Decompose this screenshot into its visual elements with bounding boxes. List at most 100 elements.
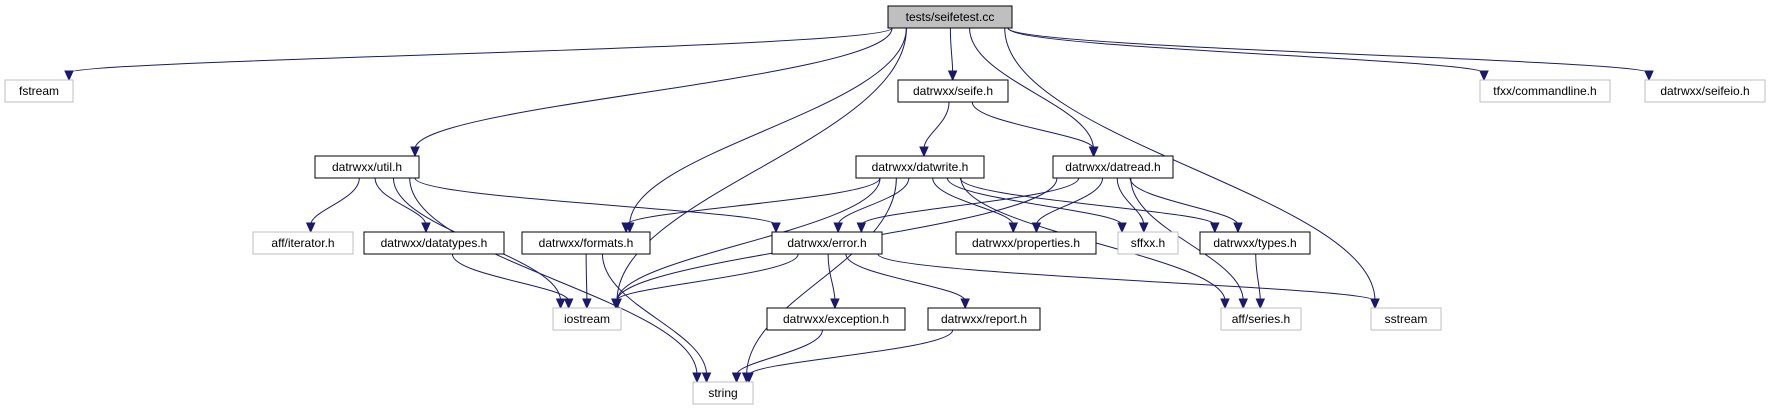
node-types[interactable]: datrwxx/types.h [1199, 231, 1311, 255]
edge-util-to-datatypes [374, 177, 427, 226]
node-datwrite[interactable]: datrwxx/datwrite.h [855, 155, 985, 179]
arrowhead-util-to-iterator [305, 222, 316, 234]
node-datwrite-label: datrwxx/datwrite.h [872, 160, 969, 174]
arrowhead-seifetest-to-util [410, 146, 420, 158]
node-formats-label: datrwxx/formats.h [539, 236, 634, 250]
edge-formats-to-string [601, 253, 708, 376]
arrowhead-datwrite-to-series [1220, 298, 1230, 310]
edge-util-to-iterator [310, 177, 360, 226]
arrowhead-seifetest-to-commandline [1479, 70, 1489, 82]
arrowhead-datwrite-to-formats [621, 222, 631, 234]
arrowhead-datwrite-to-types [1210, 222, 1220, 234]
node-seifeio-label: datrwxx/seifeio.h [1660, 84, 1749, 98]
node-util-label: datrwxx/util.h [332, 160, 402, 174]
node-iterator[interactable]: aff/iterator.h [252, 231, 354, 255]
edge-seife-to-datread [971, 101, 1095, 150]
node-datatypes-label: datrwxx/datatypes.h [381, 236, 488, 250]
node-seifeio[interactable]: datrwxx/seifeio.h [1644, 79, 1766, 103]
node-util[interactable]: datrwxx/util.h [314, 155, 420, 179]
node-iterator-label: aff/iterator.h [271, 236, 334, 250]
node-datatypes[interactable]: datrwxx/datatypes.h [363, 231, 505, 255]
node-sffxx[interactable]: sffxx.h [1117, 231, 1179, 255]
node-seife[interactable]: datrwxx/seife.h [897, 79, 1009, 103]
edge-datwrite-to-string [746, 177, 897, 376]
node-sstream[interactable]: sstream [1370, 307, 1442, 331]
node-properties[interactable]: datrwxx/properties.h [955, 231, 1097, 255]
node-datread[interactable]: datrwxx/datread.h [1052, 155, 1174, 179]
node-report[interactable]: datrwxx/report.h [927, 307, 1041, 331]
node-sstream-label: sstream [1385, 312, 1428, 326]
edge-datwrite-to-sffxx [946, 177, 1123, 226]
edge-report-to-string [748, 329, 954, 376]
edge-datwrite-to-properties [932, 177, 1014, 226]
arrowhead-datwrite-to-sffxx [1117, 222, 1127, 234]
node-seifetest-label: tests/seifetest.cc [906, 10, 995, 24]
node-types-label: datrwxx/types.h [1213, 236, 1296, 250]
arrowhead-seife-to-datread [1089, 146, 1099, 158]
node-iostream-label: iostream [564, 312, 610, 326]
node-fstream[interactable]: fstream [4, 79, 74, 103]
node-sffxx-label: sffxx.h [1131, 236, 1165, 250]
node-formats[interactable]: datrwxx/formats.h [521, 231, 651, 255]
arrowhead-util-to-string [692, 372, 702, 384]
edge-seifetest-to-commandline [1007, 27, 1485, 74]
arrowhead-error-to-iostream [611, 298, 621, 310]
edge-datread-to-sffxx [1116, 177, 1145, 226]
arrowhead-formats-to-string [701, 372, 712, 384]
edge-datread-to-error [860, 177, 1080, 226]
arrowhead-error-to-sstream [1370, 298, 1380, 310]
edge-datwrite-to-error [837, 177, 910, 226]
node-report-label: datrwxx/report.h [941, 312, 1027, 326]
arrowhead-datread-to-properties [1031, 222, 1042, 234]
node-string-label: string [708, 386, 737, 400]
node-exception[interactable]: datrwxx/exception.h [766, 307, 906, 331]
edge-seife-to-datwrite [923, 101, 950, 150]
arrowhead-seifetest-to-seife [947, 70, 958, 82]
edge-datwrite-to-iostream [616, 177, 881, 302]
node-error[interactable]: datrwxx/error.h [771, 231, 883, 255]
arrowhead-exception-to-string [731, 372, 742, 384]
edge-util-to-error [414, 177, 777, 226]
edge-error-to-exception [827, 253, 836, 302]
edge-formats-to-iostream [585, 253, 588, 302]
edge-seifetest-to-sstream [1004, 27, 1376, 302]
node-series-label: aff/series.h [1232, 312, 1290, 326]
arrowhead-datread-to-series [1238, 298, 1249, 310]
node-seife-label: datrwxx/seife.h [913, 84, 993, 98]
arrowhead-formats-to-iostream [582, 298, 592, 310]
arrowhead-report-to-string [744, 372, 754, 384]
node-commandline[interactable]: tfxx/commandline.h [1479, 79, 1611, 103]
node-properties-label: datrwxx/properties.h [972, 236, 1080, 250]
arrowhead-seife-to-datwrite [919, 146, 929, 158]
arrowhead-seifetest-to-seifeio [1644, 70, 1654, 82]
edge-datread-to-series [1130, 177, 1244, 302]
edge-exception-to-string [736, 329, 823, 376]
arrowhead-util-to-iostream [555, 298, 566, 310]
edge-datread-to-types [1129, 177, 1239, 226]
arrowhead-datwrite-to-properties [1008, 222, 1019, 234]
edge-seifetest-to-datread [969, 27, 1094, 150]
edge-datatypes-to-iostream [451, 253, 570, 302]
edge-seifetest-to-iostream [616, 27, 907, 302]
edge-seifetest-to-seife [949, 27, 954, 74]
node-series[interactable]: aff/series.h [1220, 307, 1302, 331]
arrowhead-util-to-datatypes [421, 222, 431, 234]
arrowhead-datatypes-to-iostream [563, 298, 574, 310]
arrowhead-error-to-exception [830, 298, 840, 310]
edge-seifetest-to-seifeio [1007, 27, 1650, 74]
node-iostream[interactable]: iostream [552, 307, 622, 331]
edge-seifetest-to-formats [629, 27, 907, 226]
arrowhead-datread-to-sffxx [1139, 222, 1149, 234]
arrowhead-types-to-series [1255, 298, 1266, 310]
node-fstream-label: fstream [19, 84, 59, 98]
node-error-label: datrwxx/error.h [787, 236, 866, 250]
edge-error-to-report [845, 253, 966, 302]
edge-datread-to-properties [1035, 177, 1104, 226]
node-seifetest[interactable]: tests/seifetest.cc [887, 5, 1013, 29]
arrowhead-util-to-error [771, 222, 781, 234]
edge-seifetest-to-util [414, 27, 893, 150]
nodes-layer: tests/seifetest.cc fstream datrwxx/seife… [4, 5, 1766, 405]
node-string[interactable]: string [692, 381, 754, 405]
edge-error-to-iostream [615, 253, 799, 302]
